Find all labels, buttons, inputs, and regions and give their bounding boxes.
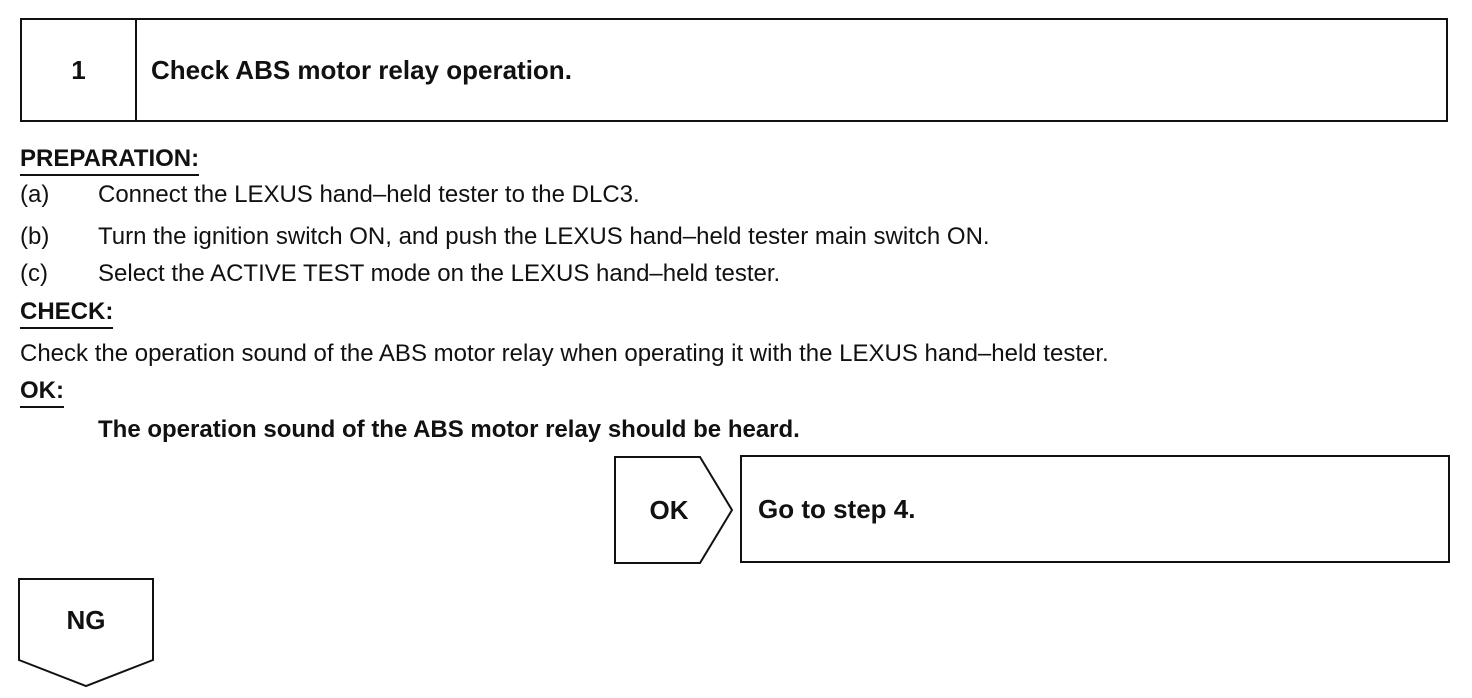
check-heading: CHECK:	[20, 299, 114, 329]
preparation-item-a: (a) Connect the LEXUS hand–held tester to…	[20, 181, 640, 209]
item-mark: (c)	[20, 260, 48, 287]
ok-branch-label: OK	[649, 494, 689, 525]
preparation-item-c: (c) Select the ACTIVE TEST mode on the LE…	[20, 260, 780, 288]
ok-action-box: Go to step 4.	[740, 455, 1450, 563]
check-text: Check the operation sound of the ABS mot…	[20, 340, 1109, 367]
item-text: Select the ACTIVE TEST mode on the LEXUS…	[98, 260, 781, 287]
ok-arrow-shape	[614, 456, 734, 564]
preparation-heading: PREPARATION:	[20, 146, 200, 176]
ok-branch-tag: OK	[614, 456, 734, 564]
step-header: 1 Check ABS motor relay operation.	[20, 18, 1448, 122]
item-mark: (a)	[20, 181, 50, 208]
ng-branch-label: NG	[66, 604, 106, 635]
ng-arrow-shape	[18, 578, 154, 688]
item-text: Turn the ignition switch ON, and push th…	[98, 223, 990, 250]
ok-action-text: Go to step 4.	[758, 493, 916, 524]
item-mark: (b)	[20, 223, 50, 250]
step-number: 1	[22, 20, 137, 120]
ng-branch-tag: NG	[18, 578, 154, 688]
ok-criteria-text: The operation sound of the ABS motor rel…	[98, 416, 800, 443]
step-title: Check ABS motor relay operation.	[151, 54, 572, 85]
ok-heading: OK:	[20, 378, 64, 408]
item-text: Connect the LEXUS hand–held tester to th…	[98, 181, 640, 208]
preparation-item-b: (b) Turn the ignition switch ON, and push…	[20, 223, 990, 251]
